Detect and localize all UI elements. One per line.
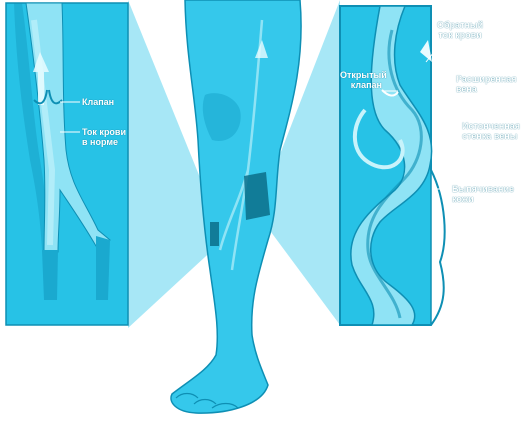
label-normal-flow-line2: в норме — [82, 137, 126, 147]
label-reverse-flow: Обратный ток крови — [437, 20, 483, 40]
zoom-area-right — [244, 172, 270, 220]
label-valve: Клапан — [82, 97, 114, 107]
label-open-valve-line1: Открытый — [340, 70, 382, 80]
label-dilated-vein-line1: Расширенная — [456, 74, 517, 84]
label-skin-bulge-line2: кожи — [452, 194, 514, 204]
label-thinned-wall-line1: Истонченная — [462, 121, 520, 131]
label-normal-flow: Ток крови в норме — [82, 127, 126, 147]
label-thinned-wall: Истонченная стенка вены — [462, 121, 520, 141]
varicose-vein-panel — [340, 6, 445, 325]
label-open-valve: Открытый клапан — [340, 70, 382, 90]
label-open-valve-line2: клапан — [340, 80, 382, 90]
label-thinned-wall-line2: стенка вены — [462, 131, 520, 141]
label-dilated-vein-line2: вена — [456, 84, 517, 94]
label-normal-flow-line1: Ток крови — [82, 127, 126, 137]
zoom-area-left — [210, 222, 219, 246]
label-dilated-vein: Расширенная вена — [456, 74, 517, 94]
normal-vein-panel — [6, 3, 128, 325]
label-skin-bulge: Выпячивание кожи — [452, 184, 514, 204]
label-reverse-flow-line1: Обратный — [437, 20, 483, 30]
label-skin-bulge-line1: Выпячивание — [452, 184, 514, 194]
label-reverse-flow-line2: ток крови — [437, 30, 483, 40]
